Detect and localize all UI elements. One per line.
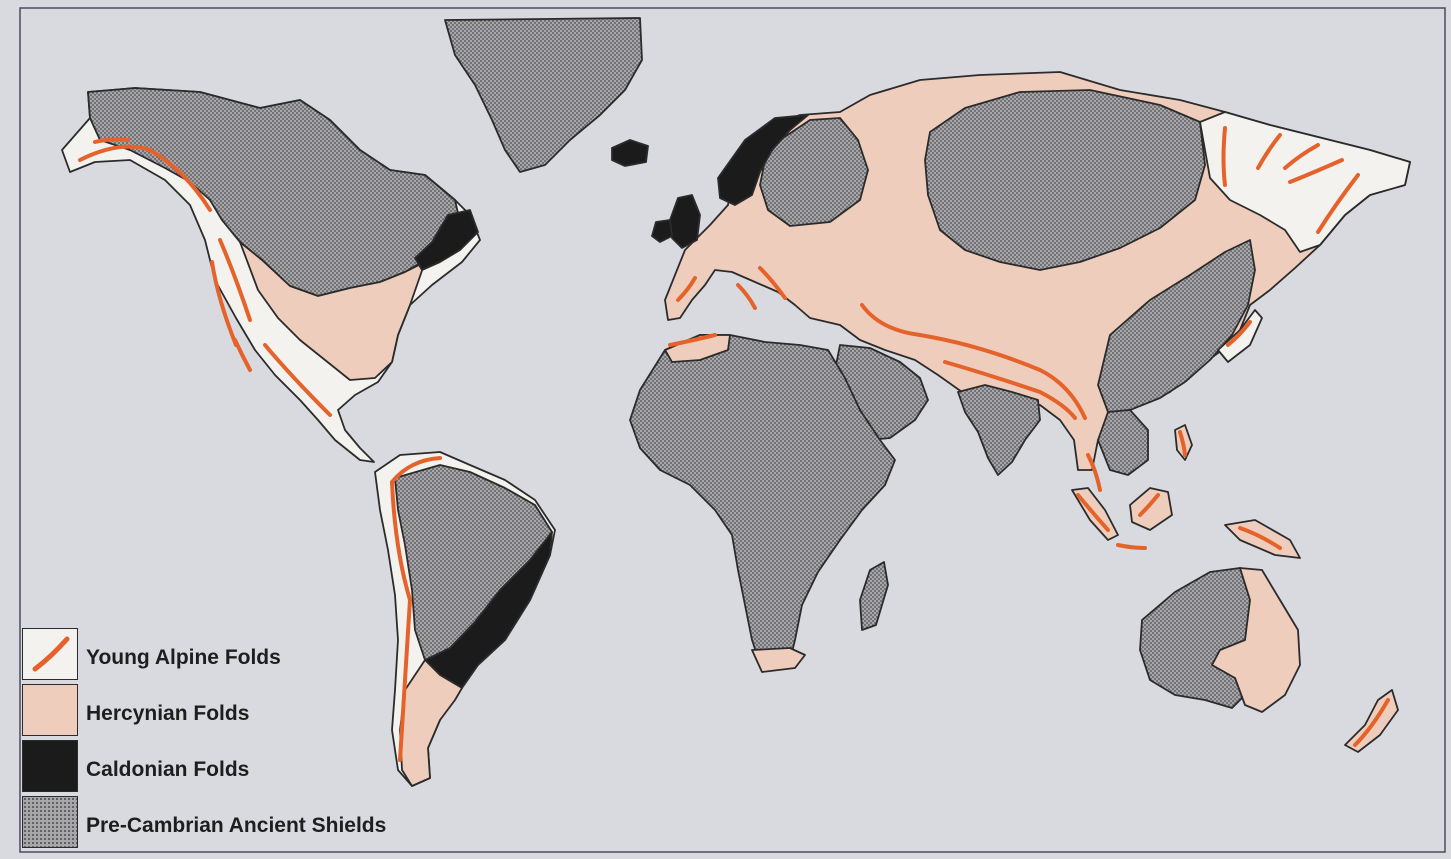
iceland-caledonian — [611, 139, 649, 167]
siberian-shield — [924, 89, 1206, 271]
new-zealand — [1344, 689, 1399, 753]
alpine-fold-rockies-a — [218, 238, 252, 322]
alpine-fold-new-guinea — [1238, 526, 1282, 550]
southeast-asia-land — [1097, 409, 1149, 476]
scandinavia-caledonian — [717, 114, 809, 206]
britain-caledonian — [669, 194, 701, 249]
alpine-fold-kamchatka — [1316, 173, 1360, 234]
map-legend: Young Alpine Folds Hercynian Folds Caldo… — [20, 628, 460, 850]
newfoundland-caledonian — [414, 209, 479, 271]
alpine-fold-iberia — [676, 276, 697, 302]
alpine-fold-new-zealand — [1353, 698, 1390, 747]
alpine-fold-baja — [233, 338, 252, 372]
baltic-shield — [759, 117, 869, 227]
alpine-fold-japan — [1226, 320, 1252, 347]
legend-label-precambrian: Pre-Cambrian Ancient Shields — [86, 814, 387, 837]
atlas-hercynian — [664, 334, 731, 363]
east-siberia-land — [1199, 111, 1411, 253]
borneo — [1129, 487, 1173, 531]
legend-item-precambrian: Pre-Cambrian Ancient Shields — [20, 796, 460, 850]
alpine-fold-alaska-2 — [93, 137, 130, 144]
madagascar — [859, 561, 889, 631]
precambrian-swatch — [22, 796, 78, 848]
legend-item-alpine: Young Alpine Folds — [20, 628, 460, 682]
caledonian-swatch — [22, 740, 78, 792]
alpine-fold-italy — [736, 283, 757, 310]
cape-hercynian — [751, 647, 806, 673]
ireland-caledonian — [651, 219, 673, 243]
alpine-swatch — [22, 628, 78, 680]
alpine-fold-balkans — [758, 266, 787, 300]
legend-label-hercynian: Hercynian Folds — [86, 702, 250, 725]
alpine-fold-philippines — [1178, 430, 1187, 457]
alpine-fold-siberia-c — [1283, 143, 1320, 170]
alpine-fold-java — [1116, 543, 1147, 550]
alpine-fold-zagros-himalaya — [860, 303, 1087, 420]
legend-label-caledonian: Caldonian Folds — [86, 758, 250, 781]
canadian-shield — [87, 87, 461, 297]
alpine-fold-rockies-b — [210, 260, 238, 347]
alpine-fold-siberia-d — [1288, 158, 1344, 184]
alpine-fold-siberia-b — [1256, 133, 1282, 170]
greenland — [444, 17, 643, 173]
india-land — [957, 384, 1041, 476]
alpine-fold-borneo — [1138, 493, 1160, 517]
alpine-fold-siberia-a — [1221, 126, 1227, 187]
legend-label-alpine: Young Alpine Folds — [86, 646, 281, 669]
legend-item-hercynian: Hercynian Folds — [20, 684, 460, 738]
alpine-fold-sumatra — [1076, 493, 1110, 532]
eastern-australia-hercynian — [1211, 567, 1301, 713]
map-frame — [19, 7, 1446, 853]
alpine-fold-himalaya-2 — [943, 360, 1077, 420]
appalachian-hercynian — [239, 241, 426, 381]
alpine-fold-mexico — [263, 343, 332, 417]
africa-land — [629, 334, 896, 671]
alpine-fold-alaska — [78, 144, 212, 212]
legend-item-caledonian: Caldonian Folds — [20, 740, 460, 794]
alpine-fold-andes — [389, 456, 442, 762]
alpine-fold-burma — [1086, 453, 1102, 492]
alpine-fold-atlas — [668, 333, 717, 347]
hercynian-swatch — [22, 684, 78, 736]
